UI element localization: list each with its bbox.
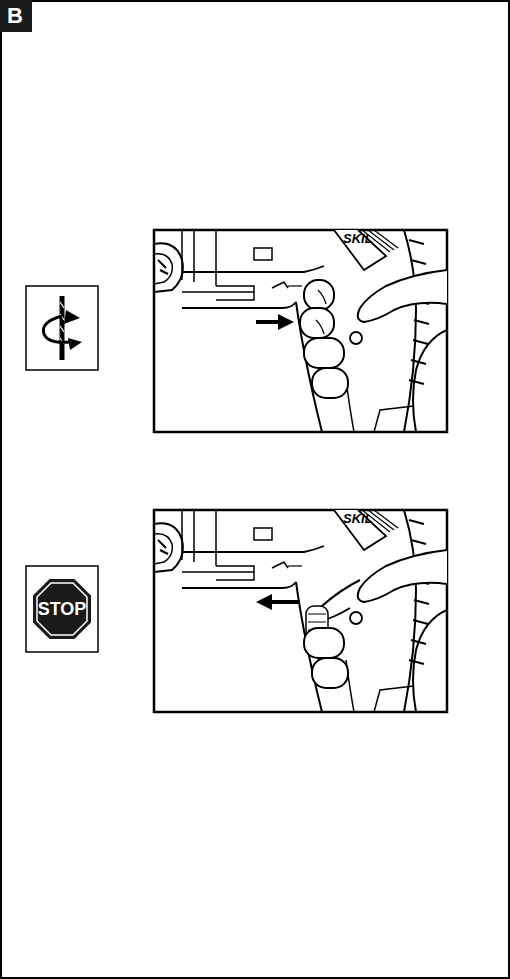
stop-icon (26, 566, 98, 652)
stop-text: STOP (38, 600, 87, 618)
panel-letter: B (7, 5, 23, 27)
brand-logo: SKIL (343, 512, 373, 525)
illustration-panel (154, 230, 447, 432)
rotation-icon (26, 286, 98, 370)
illustration-panel (154, 510, 447, 712)
brand-logo: SKIL (343, 232, 373, 245)
panel-tag (0, 0, 32, 32)
